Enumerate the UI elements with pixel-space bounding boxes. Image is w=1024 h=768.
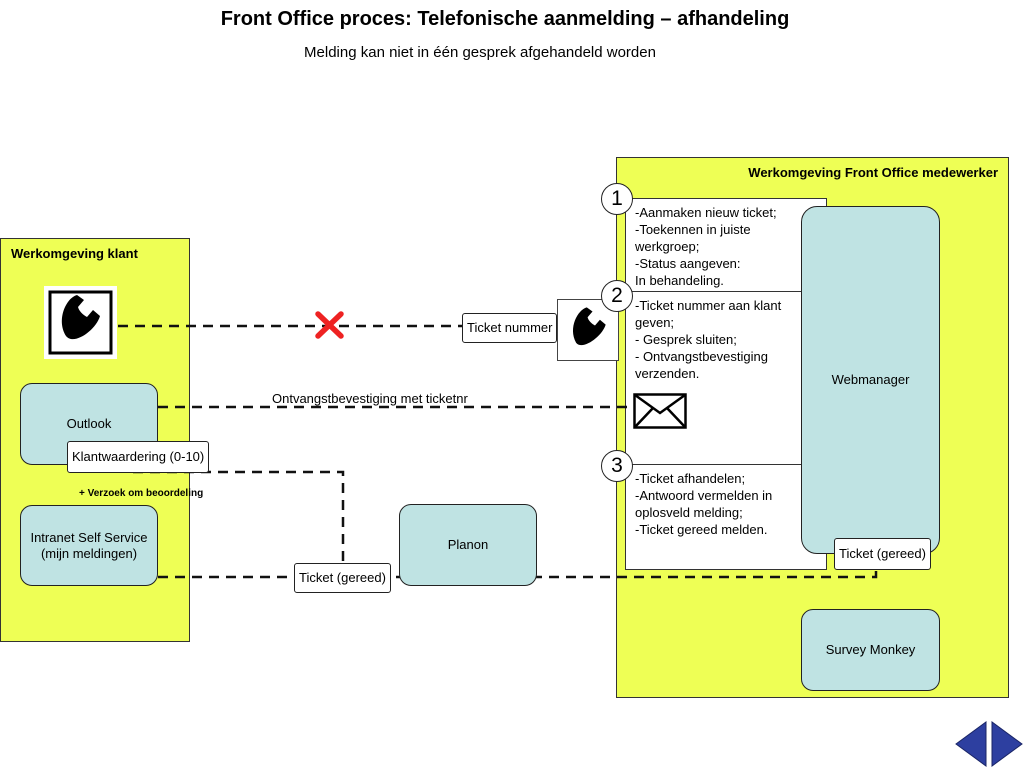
webmanager-box[interactable]: Webmanager bbox=[801, 206, 940, 554]
step-1-line: -Aanmaken nieuw ticket; bbox=[635, 205, 777, 220]
survey-monkey-box[interactable]: Survey Monkey bbox=[801, 609, 940, 691]
step-2-line: - Ontvangstbevestiging verzenden. bbox=[635, 349, 768, 381]
client-environment-title: Werkomgeving klant bbox=[11, 246, 138, 261]
klantwaardering-label: Klantwaardering (0-10) bbox=[67, 441, 210, 473]
step-1-line: -Status aangeven: bbox=[635, 256, 741, 271]
ontvangst-label: Ontvangstbevestiging met ticketnr bbox=[272, 391, 468, 406]
step-2-number: 2 bbox=[601, 280, 633, 312]
step-3-number: 3 bbox=[601, 450, 633, 482]
page-subtitle: Melding kan niet in één gesprek afgehand… bbox=[304, 44, 656, 61]
step-3-box: -Ticket afhandelen; -Antwoord vermelden … bbox=[625, 464, 827, 570]
step-1-box: -Aanmaken nieuw ticket; -Toekennen in ju… bbox=[625, 198, 827, 296]
step-1-number: 1 bbox=[601, 183, 633, 215]
ticket-nummer-label: Ticket nummer bbox=[462, 313, 558, 343]
step-2-line: - Gesprek sluiten; bbox=[635, 332, 737, 347]
triangle-left-icon[interactable] bbox=[954, 720, 988, 768]
triangle-right-icon[interactable] bbox=[990, 720, 1024, 768]
step-3-line: -Antwoord vermelden in oplosveld melding… bbox=[635, 488, 773, 520]
step-1-line: In behandeling. bbox=[635, 273, 724, 288]
phone-icon bbox=[44, 286, 117, 359]
intranet-self-service-box[interactable]: Intranet Self Service (mijn meldingen) bbox=[20, 505, 158, 586]
ticket-gereed-label-left: Ticket (gereed) bbox=[294, 563, 391, 593]
step-2-line: -Ticket nummer aan klant geven; bbox=[635, 298, 782, 330]
verzoek-label: + Verzoek om beoordeling bbox=[79, 488, 204, 499]
envelope-icon bbox=[633, 393, 687, 429]
frontoffice-environment-title: Werkomgeving Front Office medewerker bbox=[748, 165, 998, 180]
step-1-line: -Toekennen in juiste werkgroep; bbox=[635, 222, 751, 254]
step-2-box: -Ticket nummer aan klant geven; - Gespre… bbox=[625, 291, 827, 466]
ticket-connector-line bbox=[158, 560, 878, 579]
step-3-line: -Ticket gereed melden. bbox=[635, 522, 768, 537]
rating-connector-line bbox=[133, 470, 345, 566]
cross-icon bbox=[315, 311, 344, 339]
phone-icon bbox=[557, 299, 619, 361]
ticket-gereed-label-right: Ticket (gereed) bbox=[834, 538, 931, 570]
step-3-line: -Ticket afhandelen; bbox=[635, 471, 746, 486]
page-title: Front Office proces: Telefonische aanmel… bbox=[220, 8, 790, 30]
planon-box[interactable]: Planon bbox=[399, 504, 537, 586]
